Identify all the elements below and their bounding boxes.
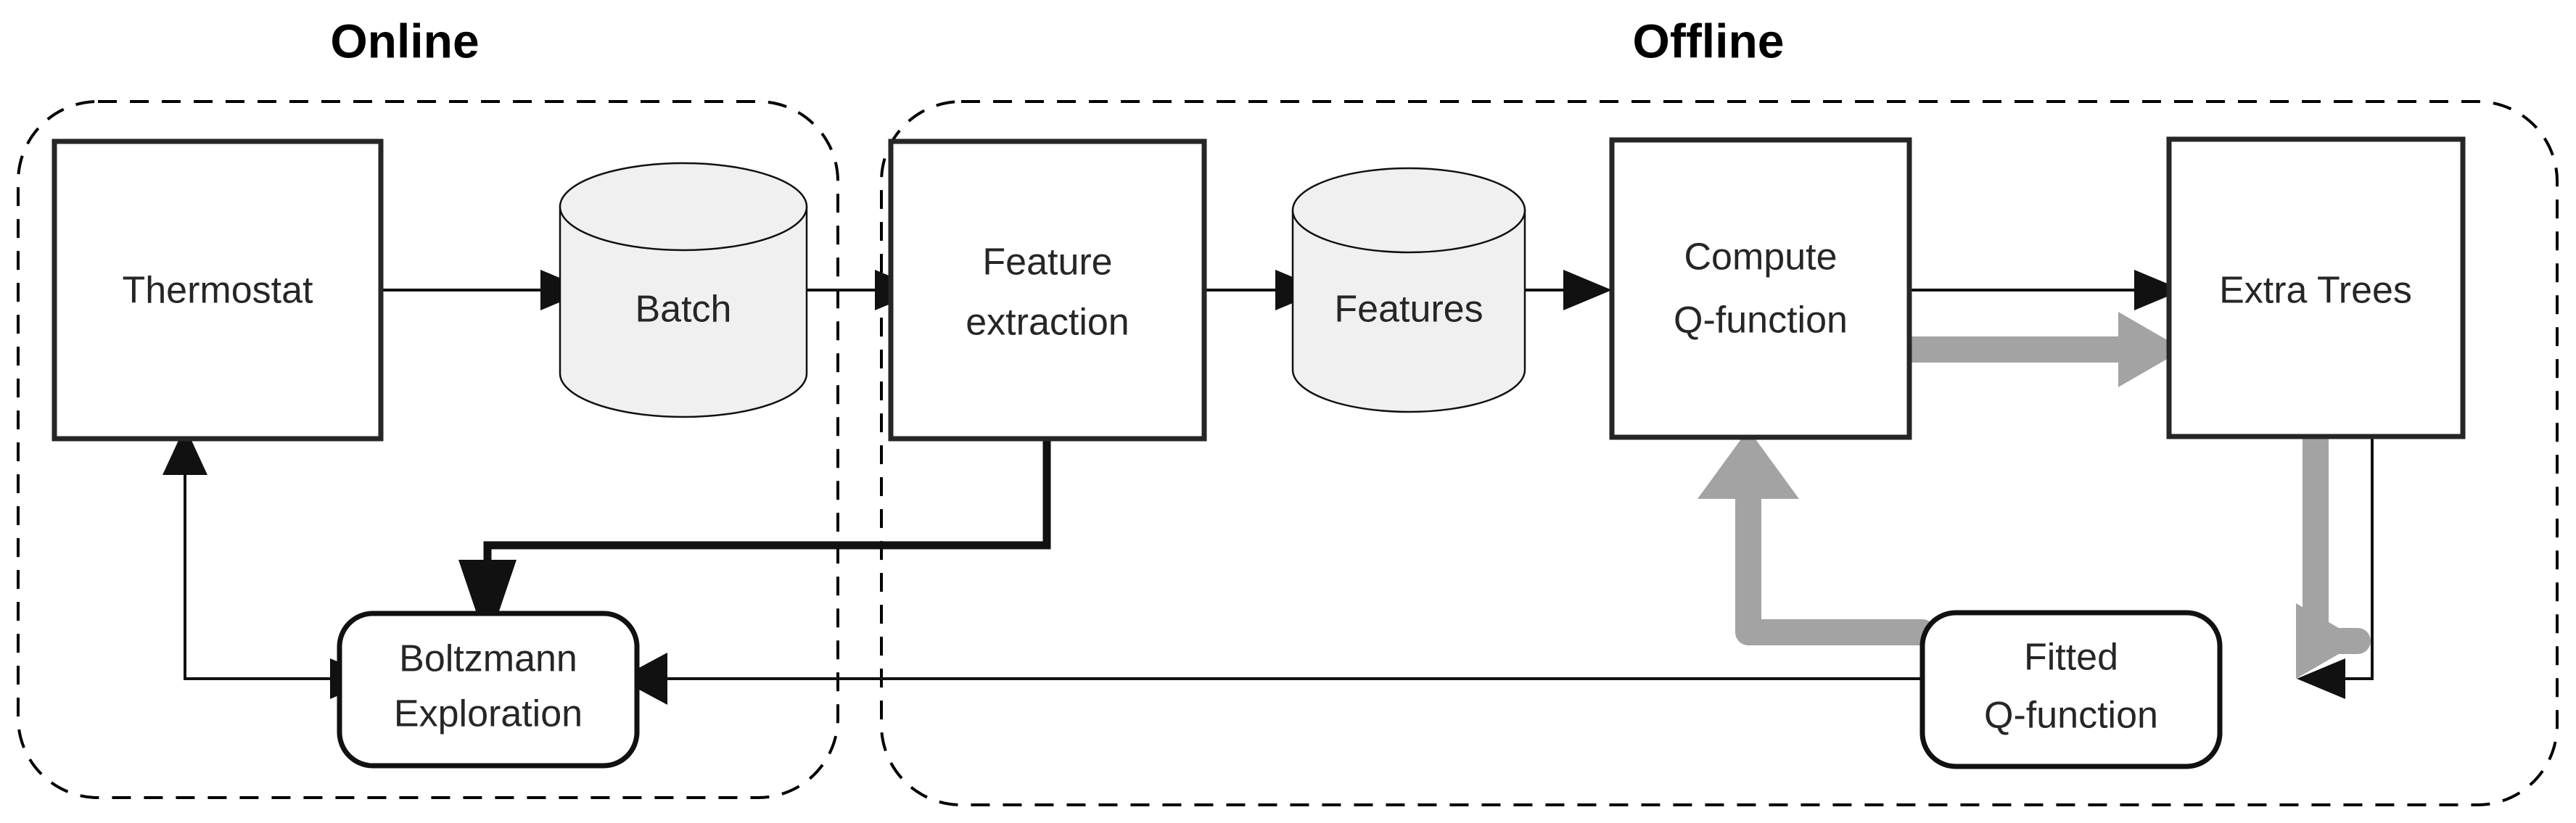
fitted-q-function-box[interactable] — [1919, 610, 2223, 769]
node-boltzmann-exploration[interactable]: Boltzmann Exploration — [337, 611, 640, 769]
extra-trees-box[interactable] — [2166, 136, 2466, 439]
batch-cylinder-top — [559, 162, 808, 252]
edge-fittedq-to-computeq-gray — [1698, 429, 1935, 645]
boltzmann-exploration-label-line1: Boltzmann — [399, 638, 577, 680]
feature-extraction-label-line1: Feature — [982, 241, 1112, 284]
node-fitted-q-function[interactable]: Fitted Q-function — [1919, 610, 2223, 769]
batch-cylinder-body[interactable] — [559, 205, 808, 418]
boltzmann-exploration-box[interactable] — [337, 611, 640, 769]
edge-extratrees-to-fittedq-gray — [2296, 422, 2371, 679]
section-title-online: Online — [330, 14, 479, 67]
compute-q-function-box[interactable] — [1609, 137, 1912, 440]
edge-computeq-to-extratrees-gray — [1896, 312, 2184, 387]
node-feature-extraction[interactable]: Feature extraction — [888, 138, 1207, 442]
group-offline-container — [880, 100, 2559, 806]
edge-thermostat-to-batch — [381, 270, 589, 310]
edge-computeq-to-extratrees — [1909, 270, 2183, 310]
features-label: Features — [1334, 289, 1483, 331]
compute-q-function-label-line1: Compute — [1684, 236, 1838, 278]
compute-q-function-label-line2: Q-function — [1674, 299, 1848, 342]
section-title-offline: Offline — [1633, 14, 1785, 67]
node-thermostat[interactable]: Thermostat — [52, 138, 384, 442]
node-features[interactable]: Features — [1291, 167, 1526, 413]
fitted-q-function-label-line1: Fitted — [2024, 637, 2118, 679]
thermostat-label: Thermostat — [123, 270, 314, 312]
group-online-container — [17, 100, 839, 799]
boltzmann-exploration-label-line2: Exploration — [394, 693, 583, 735]
edge-fittedq-to-boltzmann — [619, 653, 1922, 705]
feature-extraction-label-line2: extraction — [966, 302, 1129, 344]
fitted-q-function-label-line2: Q-function — [1984, 695, 2158, 737]
edge-features-to-computeq — [1523, 270, 1612, 310]
extra-trees-label: Extra Trees — [2219, 270, 2412, 312]
thermostat-box[interactable] — [52, 138, 384, 442]
batch-label: Batch — [635, 289, 732, 331]
node-extra-trees[interactable]: Extra Trees — [2166, 136, 2466, 439]
edge-featureextraction-to-boltzmann — [458, 438, 1051, 645]
features-cylinder-top — [1291, 167, 1526, 254]
edge-extratrees-to-fittedq — [2297, 435, 2374, 699]
node-compute-q-function[interactable]: Compute Q-function — [1609, 137, 1912, 440]
node-batch[interactable]: Batch — [559, 162, 808, 418]
features-cylinder-body[interactable] — [1291, 209, 1526, 413]
feature-extraction-box[interactable] — [888, 138, 1207, 442]
